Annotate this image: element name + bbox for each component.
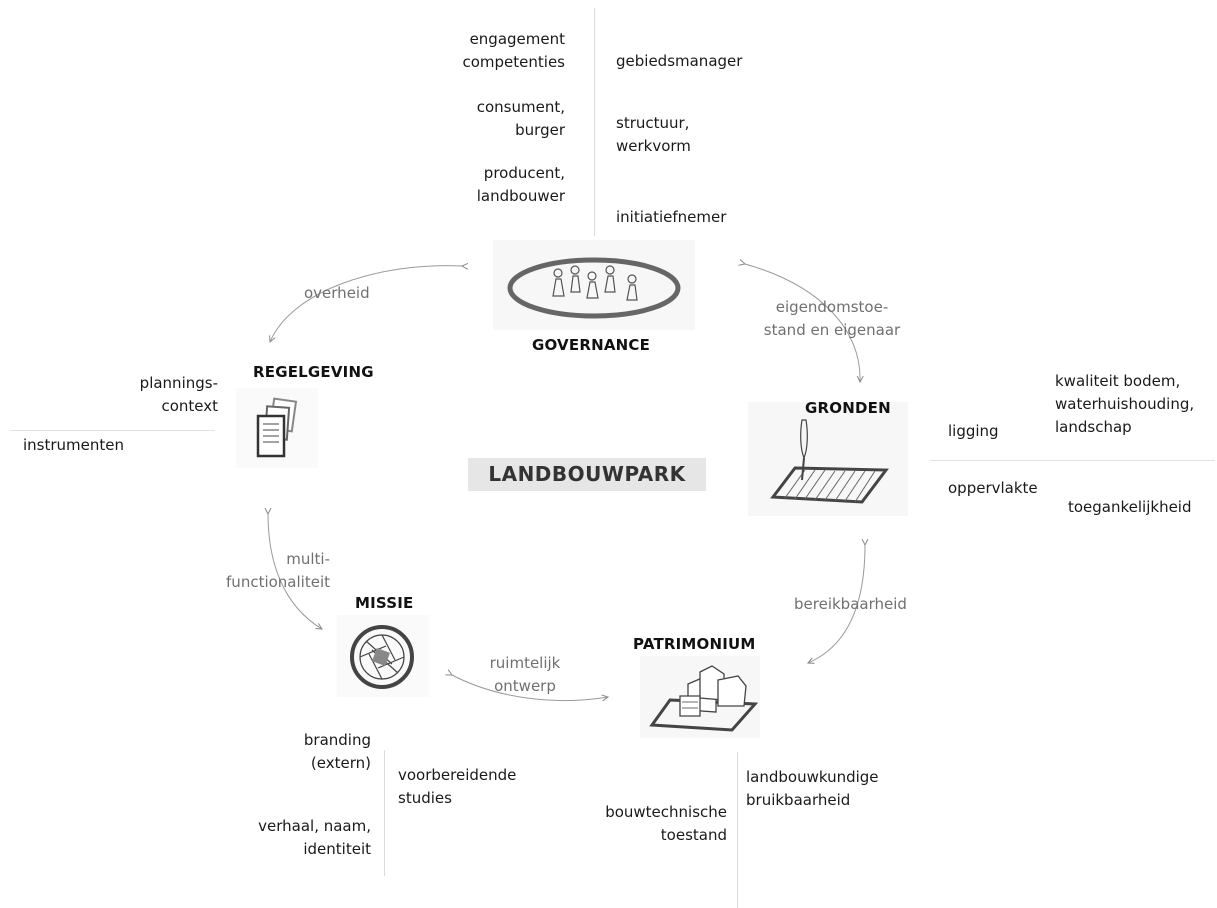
attr-branding: branding(extern) xyxy=(303,731,371,772)
arrow-gronden-patrimonium xyxy=(808,545,865,663)
patrimonium-buildings-icon xyxy=(649,665,759,732)
attr-initiatiefnemer: initiatiefnemer xyxy=(616,208,727,226)
regelgeving-divider xyxy=(10,430,215,431)
gronden-divider xyxy=(930,460,1215,461)
attr-toegankelijkheid: toegankelijkheid xyxy=(1068,498,1192,516)
regelgeving-documents-icon xyxy=(256,397,298,458)
center-title: LANDBOUWPARK xyxy=(468,458,706,491)
gronden-field-icon xyxy=(770,419,889,504)
attr-structuur: structuur,werkvorm xyxy=(616,114,691,155)
missie-aperture-icon xyxy=(350,625,414,689)
node-gronden: GRONDEN xyxy=(805,399,891,417)
attr-verhaal: verhaal, naam,identiteit xyxy=(258,817,371,858)
link-multifunctionaliteit: multi-functionaliteit xyxy=(226,550,330,591)
attr-producent: producent,landbouwer xyxy=(476,164,565,205)
link-overheid: overheid xyxy=(304,284,370,302)
node-patrimonium: PATRIMONIUM xyxy=(633,635,756,653)
link-eigendom: eigendomstoe-stand en eigenaar xyxy=(763,298,901,339)
arrow-regelgeving-missie xyxy=(268,514,322,629)
attr-planningscontext: plannings-context xyxy=(139,374,218,415)
attr-oppervlakte: oppervlakte xyxy=(948,479,1038,497)
node-regelgeving: REGELGEVING xyxy=(253,363,374,381)
governance-people-icon xyxy=(507,257,681,319)
arrow-missie-patrimonium xyxy=(452,675,608,701)
node-governance: GOVERNANCE xyxy=(532,336,651,354)
patrimonium-divider xyxy=(737,752,738,908)
attr-consument: consument,burger xyxy=(476,98,565,139)
governance-divider xyxy=(594,8,595,236)
node-missie: MISSIE xyxy=(355,594,414,612)
attr-instrumenten: instrumenten xyxy=(23,436,125,454)
attr-kwaliteit: kwaliteit bodem,waterhuishouding,landsch… xyxy=(1055,372,1195,436)
link-bereikbaarheid: bereikbaarheid xyxy=(794,595,907,613)
missie-divider xyxy=(384,750,385,876)
attr-ligging: ligging xyxy=(948,422,999,440)
arrow-governance-gronden xyxy=(745,264,860,382)
attr-gebiedsmanager: gebiedsmanager xyxy=(616,52,743,70)
arrow-governance-regelgeving xyxy=(270,266,462,342)
